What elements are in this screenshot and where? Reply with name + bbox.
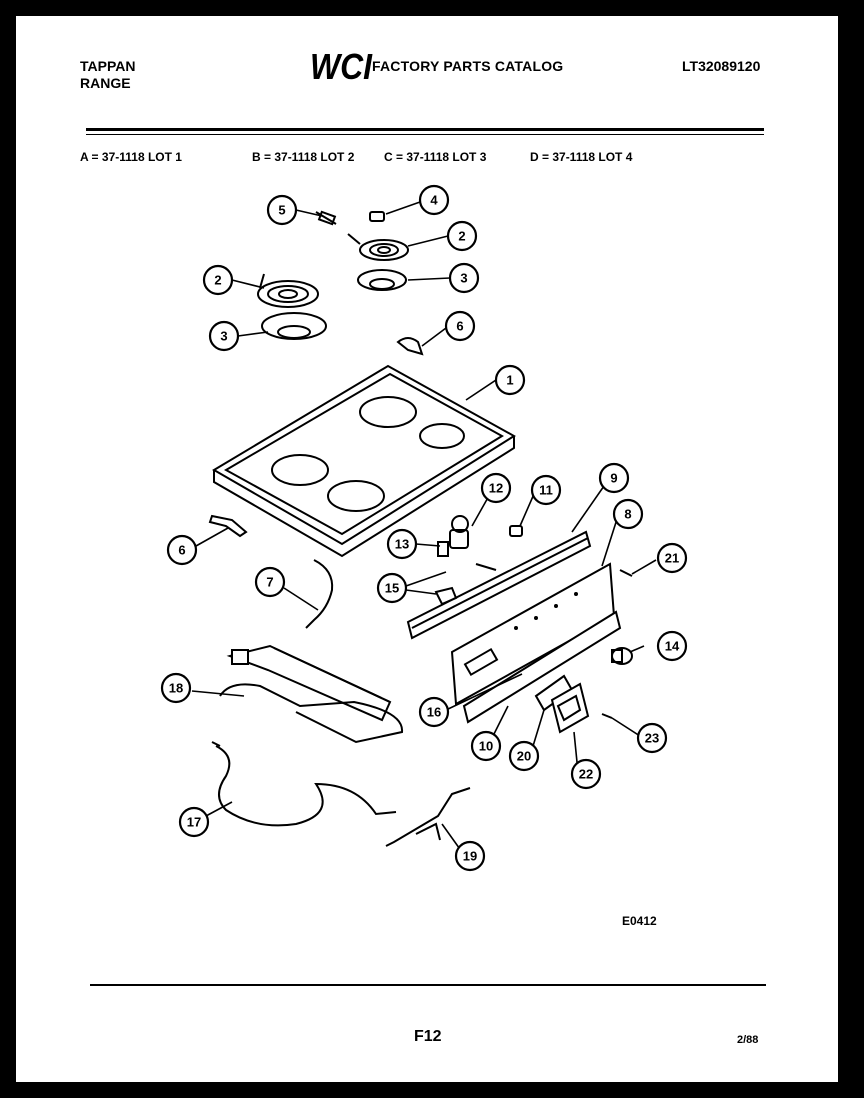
date-code: 2/88 xyxy=(737,1034,759,1046)
svg-text:8: 8 xyxy=(624,507,631,522)
callout-5: 5 xyxy=(266,194,298,226)
svg-text:15: 15 xyxy=(385,581,399,596)
broil-element xyxy=(219,644,404,744)
callout-14: 14 xyxy=(656,630,688,662)
callout-2-top: 2 xyxy=(446,220,478,252)
svg-text:10: 10 xyxy=(479,739,493,754)
parts-sheet: TAPPAN RANGE WCI FACTORY PARTS CATALOG L… xyxy=(16,16,838,1082)
svg-text:6: 6 xyxy=(456,319,463,334)
svg-text:11: 11 xyxy=(539,483,553,498)
callout-2-left: 2 xyxy=(202,264,234,296)
control-panel-trim xyxy=(406,530,592,640)
wci-logo: WCI xyxy=(310,46,373,86)
callout-3-left: 3 xyxy=(208,320,240,352)
element-receptacle xyxy=(315,210,337,226)
svg-text:9: 9 xyxy=(610,471,617,486)
footer-rule xyxy=(90,984,766,986)
callout-11: 11 xyxy=(530,474,562,506)
catalog-title: FACTORY PARTS CATALOG xyxy=(372,58,564,74)
svg-text:1: 1 xyxy=(506,373,513,388)
clock-window xyxy=(550,682,590,734)
svg-text:16: 16 xyxy=(427,705,441,720)
control-knob xyxy=(611,647,633,665)
svg-text:22: 22 xyxy=(579,767,593,782)
catalog-number: LT32089120 xyxy=(682,58,761,74)
svg-text:20: 20 xyxy=(517,749,531,764)
oven-sensor xyxy=(385,787,471,847)
callout-15: 15 xyxy=(376,572,408,604)
svg-text:18: 18 xyxy=(169,681,183,696)
svg-text:19: 19 xyxy=(463,849,477,864)
header-rule-thin xyxy=(86,134,764,135)
exploded-parts-diagram: 1 2 2 3 3 4 5 6 6 7 8 9 10 11 12 13 14 1… xyxy=(160,184,688,872)
panel-screw-21 xyxy=(619,569,633,577)
callout-20: 20 xyxy=(508,740,540,772)
callout-9: 9 xyxy=(598,462,630,494)
svg-text:4: 4 xyxy=(430,193,438,208)
surface-element-small xyxy=(347,233,409,261)
callout-8: 8 xyxy=(612,498,644,530)
callout-17: 17 xyxy=(178,806,210,838)
callout-6-left: 6 xyxy=(166,534,198,566)
callout-16: 16 xyxy=(418,696,450,728)
svg-text:2: 2 xyxy=(214,273,221,288)
page-number: F12 xyxy=(414,1028,442,1045)
svg-text:2: 2 xyxy=(458,229,465,244)
callout-1: 1 xyxy=(494,364,526,396)
indicator-light xyxy=(509,525,523,537)
lot-d: D = 37-1118 LOT 4 xyxy=(530,150,633,164)
callout-23: 23 xyxy=(636,722,668,754)
panel-screw-23 xyxy=(601,713,613,719)
switch-bracket xyxy=(437,541,449,557)
wire-harness xyxy=(305,559,334,629)
receptacle-clip xyxy=(369,211,385,222)
callout-22: 22 xyxy=(570,758,602,790)
callout-21: 21 xyxy=(656,542,688,574)
svg-text:5: 5 xyxy=(278,203,285,218)
svg-text:6: 6 xyxy=(178,543,185,558)
hinge-bracket-left xyxy=(208,514,248,538)
svg-text:17: 17 xyxy=(187,815,201,830)
header-rule-thick xyxy=(86,128,764,131)
drip-bowl-large xyxy=(261,312,327,340)
lot-a: A = 37-1118 LOT 1 xyxy=(80,150,182,164)
callout-3-top: 3 xyxy=(448,262,480,294)
svg-text:21: 21 xyxy=(665,551,679,566)
terminal-block xyxy=(434,563,497,606)
callout-4: 4 xyxy=(418,184,450,216)
lot-c: C = 37-1118 LOT 3 xyxy=(384,150,487,164)
svg-text:WCI: WCI xyxy=(310,46,373,86)
hinge-bracket-right xyxy=(396,337,424,356)
callout-7: 7 xyxy=(254,566,286,598)
product-type: RANGE xyxy=(80,75,131,91)
lot-b: B = 37-1118 LOT 2 xyxy=(252,150,355,164)
bake-element xyxy=(211,741,397,827)
surface-element-large xyxy=(257,273,319,308)
svg-text:7: 7 xyxy=(266,575,273,590)
figure-code: E0412 xyxy=(622,914,657,928)
svg-text:3: 3 xyxy=(460,271,467,286)
svg-text:23: 23 xyxy=(645,731,659,746)
svg-text:14: 14 xyxy=(665,639,680,654)
callout-6-top: 6 xyxy=(444,310,476,342)
brand-name: TAPPAN xyxy=(80,58,136,74)
infinite-switch xyxy=(449,515,469,549)
drip-bowl-small xyxy=(357,269,407,291)
callout-12: 12 xyxy=(480,472,512,504)
callout-19: 19 xyxy=(454,840,486,872)
svg-text:3: 3 xyxy=(220,329,227,344)
callout-18: 18 xyxy=(160,672,192,704)
callout-13: 13 xyxy=(386,528,418,560)
cooktop-frame xyxy=(212,364,516,558)
callout-10: 10 xyxy=(470,730,502,762)
svg-text:13: 13 xyxy=(395,537,409,552)
svg-text:12: 12 xyxy=(489,481,503,496)
brand-block: TAPPAN RANGE xyxy=(80,58,135,92)
control-panel-back xyxy=(462,610,622,724)
